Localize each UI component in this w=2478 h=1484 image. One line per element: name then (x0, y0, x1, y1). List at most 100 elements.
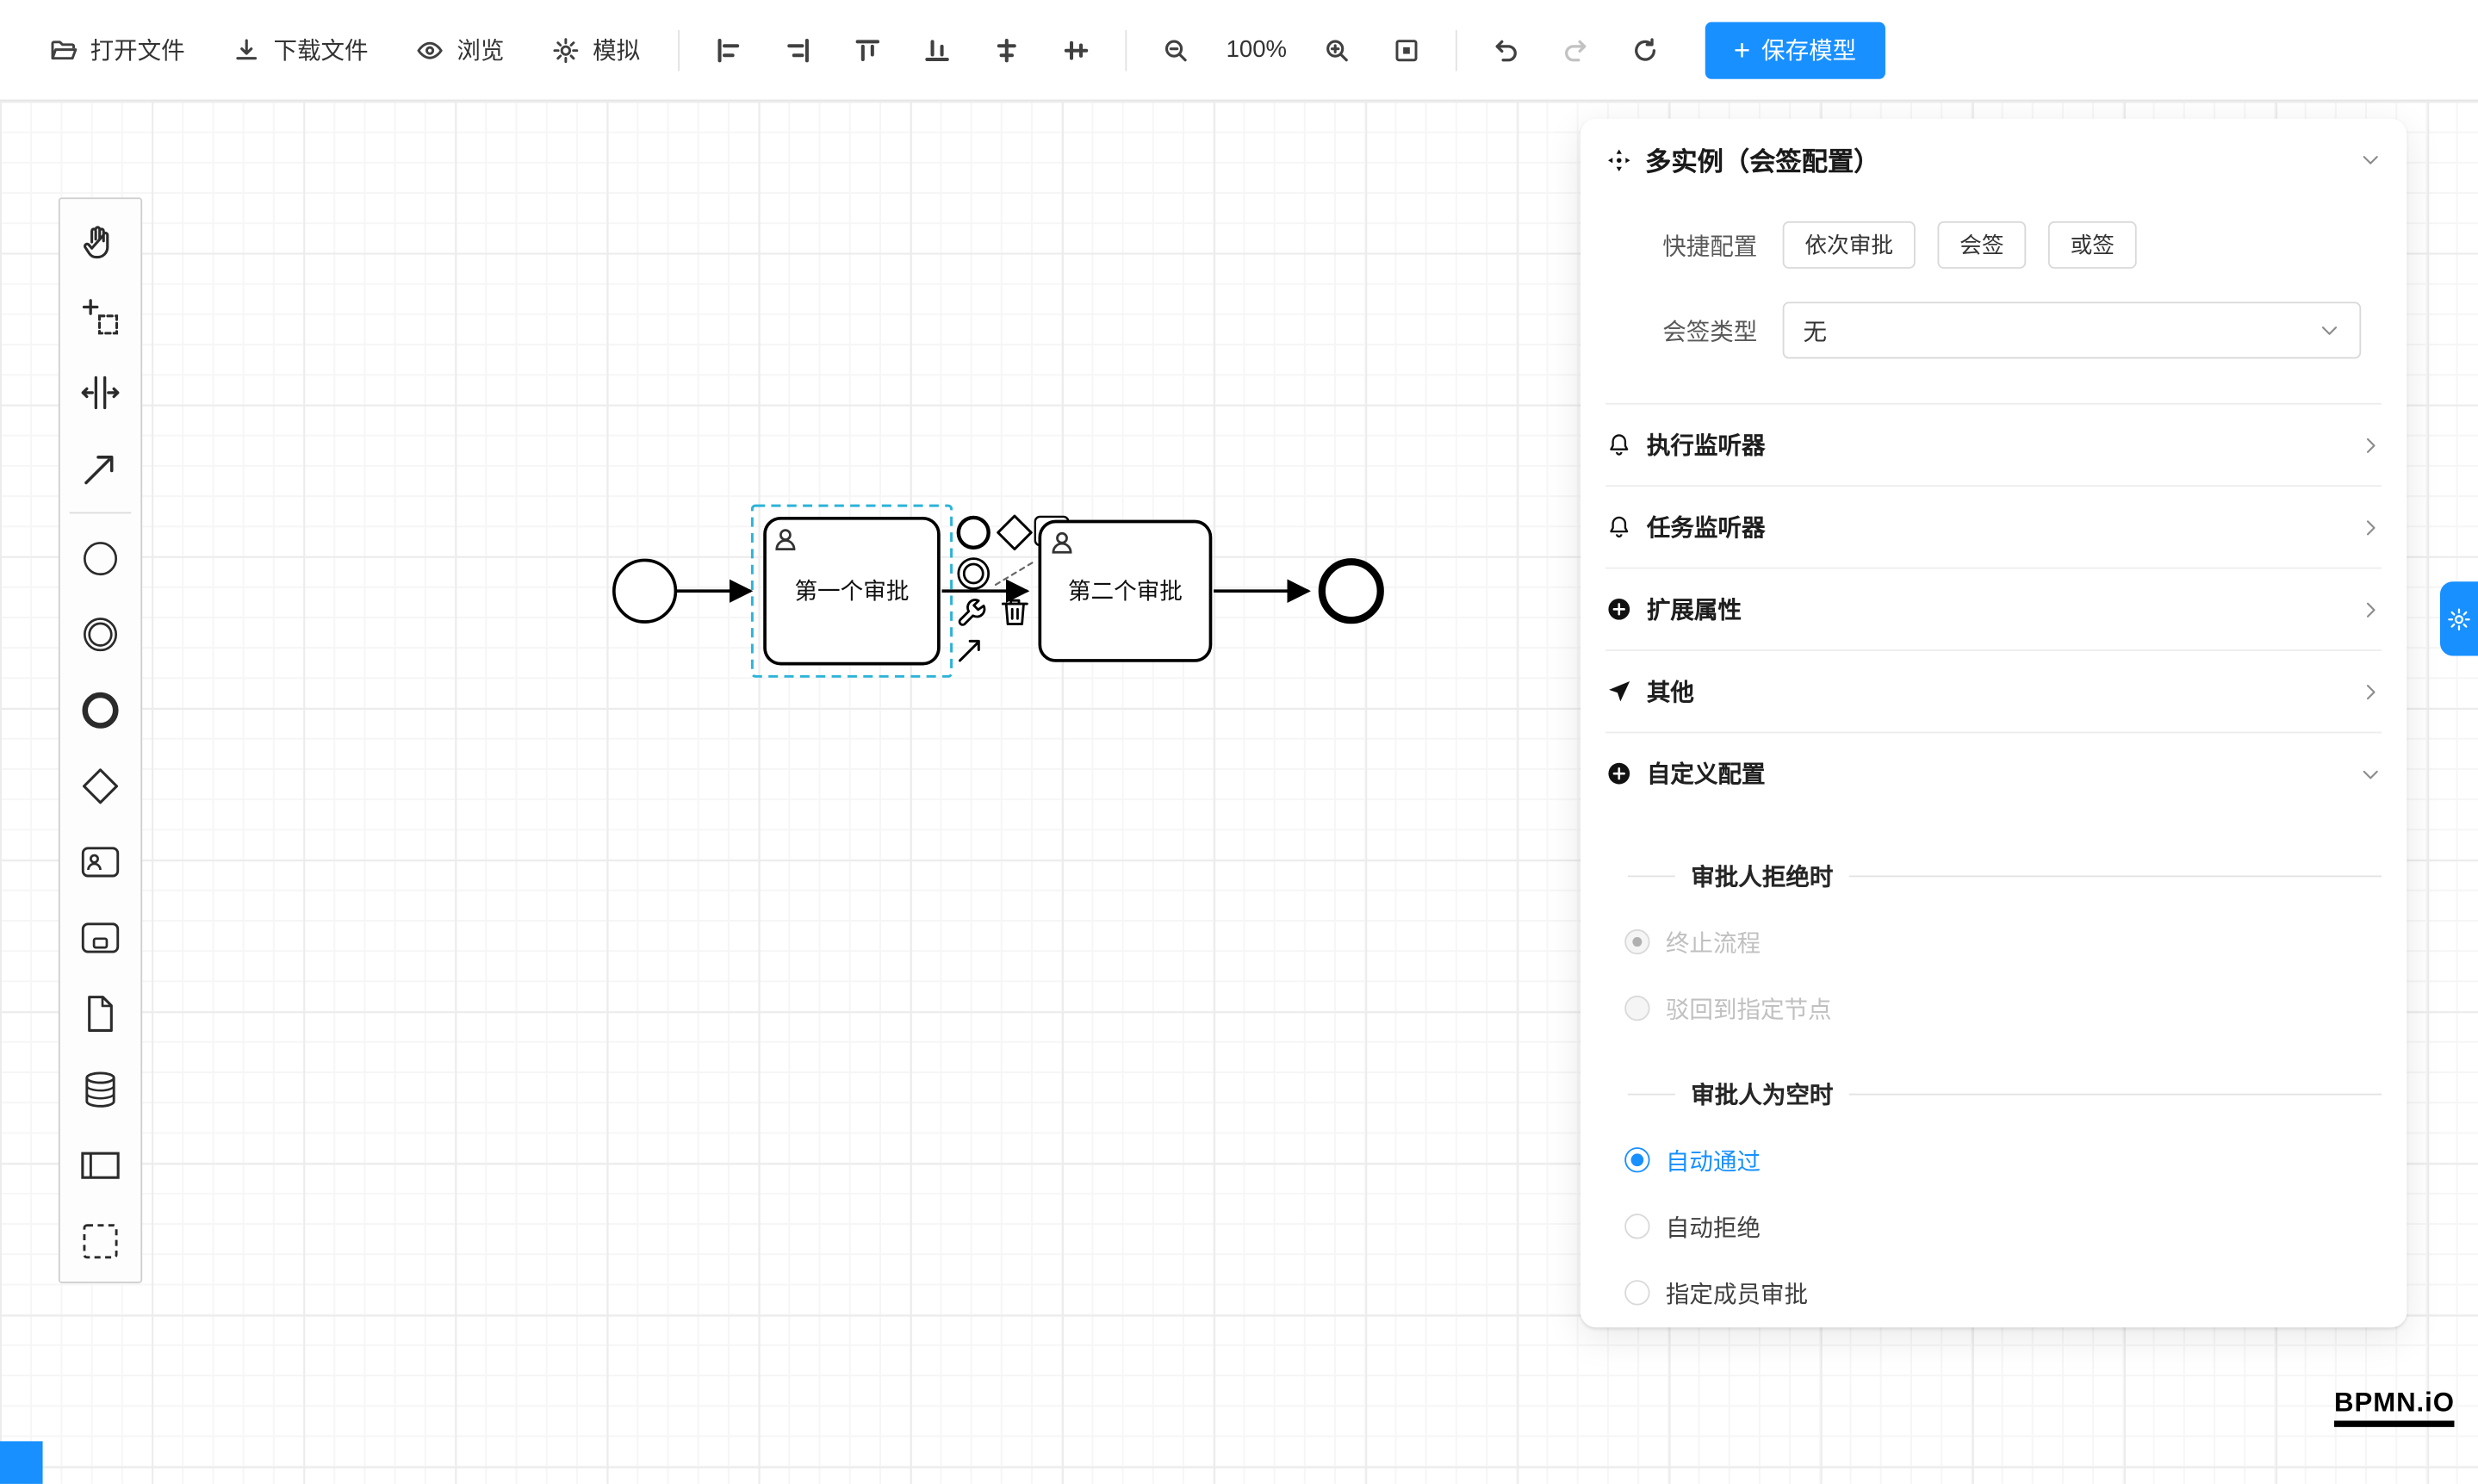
align-center-button[interactable] (972, 20, 1042, 80)
wrench-icon[interactable] (958, 599, 986, 626)
quick-option-sequential[interactable]: 依次审批 (1782, 220, 1916, 269)
panel-title: 多实例（会签配置） (1645, 148, 1880, 177)
task-first-approval[interactable]: 第一个审批 (763, 516, 941, 666)
align-middle-button[interactable] (1041, 20, 1111, 80)
panel-header[interactable]: 多实例（会签配置） (1605, 119, 2382, 201)
bpmn-io-logo[interactable]: BPMN.iO (2334, 1388, 2455, 1427)
quick-config-label: 快捷配置 (1662, 233, 1758, 260)
align-bottom-button[interactable] (903, 20, 972, 80)
create-user-task[interactable] (63, 823, 137, 899)
database-icon (85, 1071, 115, 1107)
quick-option-orsign[interactable]: 或签 (2047, 220, 2137, 269)
toolbar-separator (1455, 28, 1457, 71)
create-end-event[interactable] (63, 672, 137, 748)
section-execution-listener[interactable]: 执行监听器 (1605, 402, 2382, 485)
end-event[interactable] (1318, 558, 1384, 624)
sign-type-select[interactable]: 无 (1782, 301, 2362, 359)
radio-assign-member[interactable]: 指定成员审批 (1605, 1259, 2382, 1326)
fit-viewport-button[interactable] (1372, 20, 1442, 80)
trash-icon[interactable] (1001, 599, 1028, 625)
paper-plane-icon (1609, 681, 1630, 702)
append-gateway-icon[interactable] (997, 514, 1033, 551)
chevron-down-icon (2321, 326, 2338, 335)
download-file-button[interactable]: 下载文件 (208, 20, 392, 80)
radio-return-to-node[interactable]: 驳回到指定节点 (1605, 975, 2382, 1041)
diagram-canvas[interactable]: 第一个审批 (0, 101, 2478, 1484)
bell-icon (1610, 434, 1629, 456)
space-tool[interactable] (63, 354, 137, 430)
global-connect-tool[interactable] (63, 430, 137, 506)
start-event-icon (84, 541, 118, 575)
append-end-event-icon[interactable] (956, 515, 991, 550)
connect-arrow-icon[interactable] (958, 639, 980, 662)
create-gateway[interactable] (63, 748, 137, 823)
align-center-icon (992, 35, 1021, 64)
radio-auto-reject[interactable]: 自动拒绝 (1605, 1193, 2382, 1259)
panel-sections: 执行监听器 任务监听器 扩展属性 其他 (1605, 402, 2382, 814)
simulate-button[interactable]: 模拟 (528, 20, 664, 80)
task-second-approval[interactable]: 第二个审批 (1038, 519, 1213, 662)
redo-icon (1562, 35, 1590, 64)
plus-circle-icon (1608, 598, 1630, 620)
align-right-button[interactable] (763, 20, 833, 80)
browse-button[interactable]: 浏览 (392, 20, 528, 80)
open-file-button[interactable]: 打开文件 (25, 20, 208, 80)
align-bottom-icon (923, 35, 952, 64)
empty-group-title: 审批人为空时 (1691, 1081, 1834, 1109)
sign-type-value: 无 (1803, 318, 1828, 345)
zoom-out-button[interactable] (1141, 20, 1211, 80)
redo-button[interactable] (1541, 20, 1611, 80)
radio-terminate-process[interactable]: 终止流程 (1605, 909, 2382, 975)
create-data-store[interactable] (63, 1051, 137, 1127)
file-icon (88, 995, 113, 1032)
zoom-in-button[interactable] (1302, 20, 1372, 80)
create-data-object[interactable] (63, 975, 137, 1051)
align-top-button[interactable] (833, 20, 903, 80)
lasso-tool[interactable] (63, 278, 137, 354)
radio-auto-pass[interactable]: 自动通过 (1605, 1127, 2382, 1193)
start-event[interactable] (612, 558, 678, 624)
hand-tool[interactable] (63, 202, 137, 278)
tool-palette (58, 197, 143, 1283)
hand-icon (84, 225, 109, 258)
end-event-icon (82, 691, 119, 728)
create-intermediate-event[interactable] (63, 596, 137, 672)
bell-icon (1610, 516, 1629, 538)
save-model-button[interactable]: + 保存模型 (1705, 21, 1885, 78)
bpmn-diagram: 第一个审批 (612, 504, 1384, 678)
align-left-button[interactable] (694, 20, 764, 80)
settings-toggle-tab[interactable] (2439, 581, 2478, 656)
undo-icon (1492, 35, 1520, 64)
browse-label: 浏览 (456, 38, 505, 65)
multi-instance-icon (1608, 148, 1630, 171)
simulate-icon (551, 35, 580, 64)
section-other[interactable]: 其他 (1605, 649, 2382, 731)
section-task-listener[interactable]: 任务监听器 (1605, 485, 2382, 567)
align-left-icon (714, 35, 742, 64)
refresh-button[interactable] (1611, 20, 1680, 80)
sign-type-label: 会签类型 (1662, 318, 1758, 345)
toolbar-separator (678, 28, 680, 71)
connect-icon (84, 455, 114, 484)
quick-option-countersign[interactable]: 会签 (1937, 220, 2027, 269)
save-model-label: 保存模型 (1761, 38, 1857, 65)
undo-button[interactable] (1471, 20, 1541, 80)
create-subprocess[interactable] (63, 899, 137, 975)
plus-circle-icon (1608, 762, 1630, 785)
quick-config-options: 依次审批 会签 或签 (1782, 220, 2137, 269)
properties-panel: 多实例（会签配置） 快捷配置 依次审批 会签 或签 会签类型 无 (1580, 118, 2407, 1328)
reject-group-title: 审批人拒绝时 (1691, 863, 1834, 891)
section-extended-properties[interactable]: 扩展属性 (1605, 567, 2382, 649)
empty-group-header: 审批人为空时 (1605, 1060, 2382, 1127)
create-participant[interactable] (63, 1127, 137, 1202)
selection-outline (750, 504, 953, 678)
task2-label: 第二个审批 (1068, 578, 1183, 604)
space-tool-icon (81, 375, 120, 409)
section-custom-config[interactable]: 自定义配置 (1605, 731, 2382, 814)
palette-divider (69, 512, 132, 514)
append-intermediate-event-icon[interactable] (957, 557, 991, 590)
create-start-event[interactable] (63, 520, 137, 596)
create-group[interactable] (63, 1202, 137, 1278)
append-hint-line (994, 560, 1036, 586)
